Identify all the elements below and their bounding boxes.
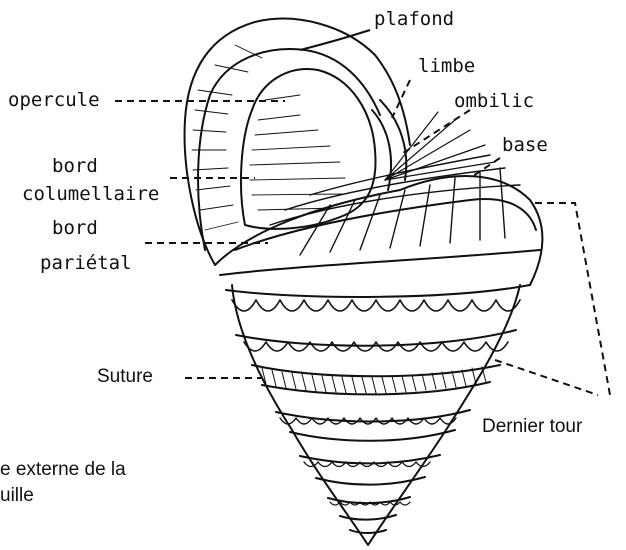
label-bord-parietal-1: bord xyxy=(52,219,98,238)
whorl-band xyxy=(290,430,455,441)
operculum-hatch xyxy=(250,95,345,210)
scale-row xyxy=(232,300,520,311)
label-limbe: limbe xyxy=(418,57,475,76)
label-opercule: opercule xyxy=(8,91,100,110)
label-dernier-tour: Dernier tour xyxy=(482,417,582,436)
whorl-band xyxy=(300,455,440,463)
label-bord-columellaire-1: bord xyxy=(52,157,98,176)
last-whorl-outline xyxy=(215,176,542,285)
caption-line-2: uille xyxy=(0,486,34,505)
leader-base xyxy=(470,158,500,178)
label-plafond: plafond xyxy=(374,10,454,29)
shell-spire-outline xyxy=(232,285,520,545)
label-suture: Suture xyxy=(97,367,153,386)
label-ombilic: ombilic xyxy=(454,92,534,111)
umbilicus-fan xyxy=(385,112,495,180)
label-bord-parietal-2: pariétal xyxy=(40,254,132,273)
lip-hatch xyxy=(192,45,262,230)
whorl-band xyxy=(226,285,530,297)
bracket-dernier-tour-upper xyxy=(535,203,610,395)
leader-plafond xyxy=(300,30,370,50)
operculum-outline xyxy=(241,69,376,229)
base-grid xyxy=(270,155,520,255)
body-spiral-line xyxy=(220,250,540,275)
label-base: base xyxy=(502,136,548,155)
whorl-band xyxy=(350,530,386,533)
leader-limbe xyxy=(392,80,410,118)
caption-line-1: e externe de la xyxy=(0,460,126,479)
label-bord-columellaire-2: columellaire xyxy=(22,185,159,204)
bracket-dernier-tour-lower xyxy=(495,360,598,395)
